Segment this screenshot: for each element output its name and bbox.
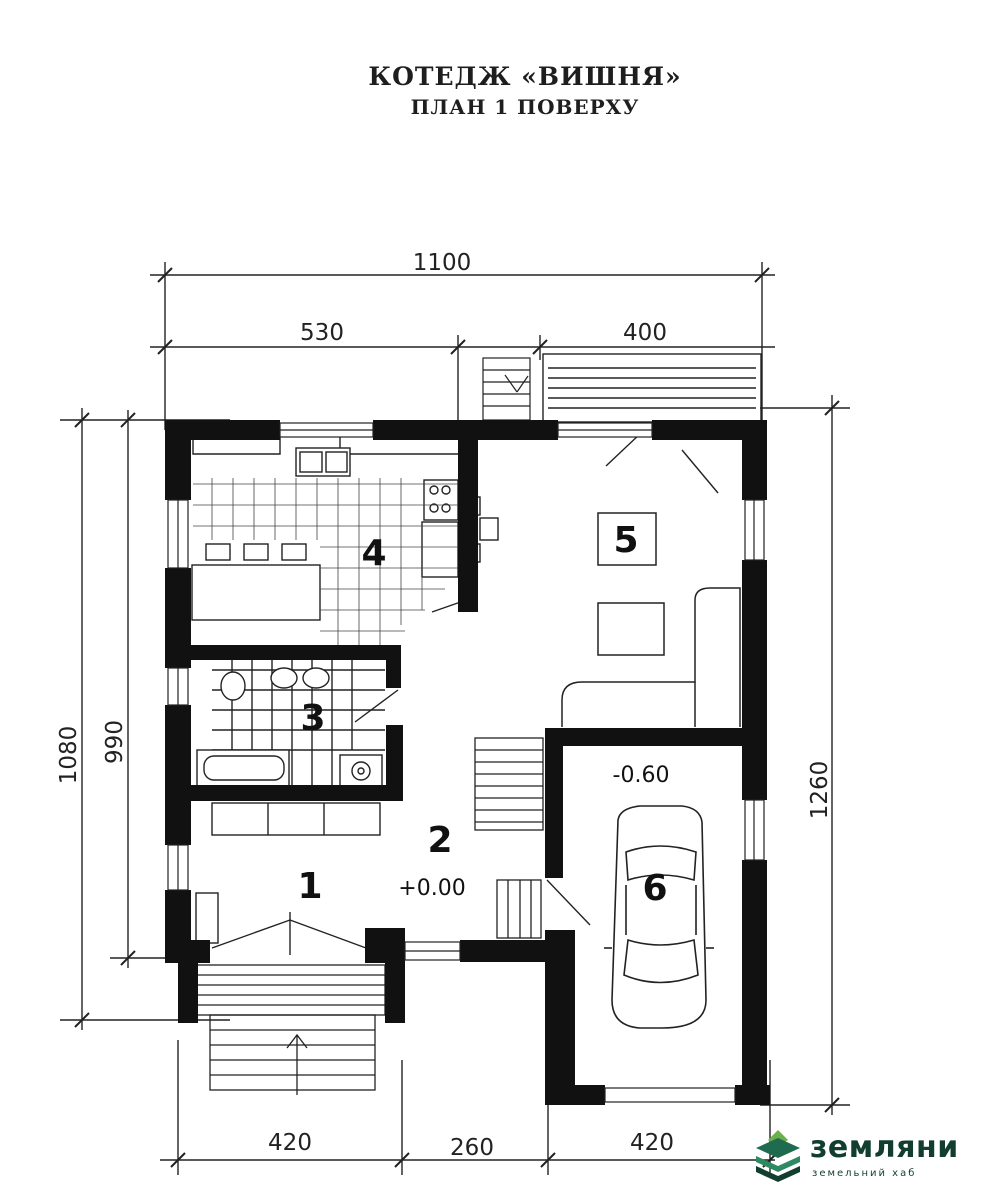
room-label-5: 5 <box>613 520 638 561</box>
doors <box>211 431 719 955</box>
kitchen-fixtures <box>191 437 499 621</box>
layers-icon <box>756 1130 800 1182</box>
terrace <box>542 353 762 423</box>
room-label-1: 1 <box>297 866 322 907</box>
living-room-furniture <box>561 512 741 727</box>
dimension-lines <box>60 262 850 1175</box>
walls <box>165 420 770 1105</box>
bathroom-fixtures <box>196 660 385 788</box>
dim-right-width: 400 <box>623 320 667 346</box>
stairs <box>474 737 544 939</box>
dim-bottom-left: 420 <box>268 1130 312 1156</box>
level-mark-main: +0.00 <box>398 876 465 901</box>
dim-overall-width: 1100 <box>413 250 472 276</box>
dimension-ticks <box>74 267 840 1168</box>
windows <box>167 422 765 1103</box>
dim-height-right: 1260 <box>807 761 833 820</box>
hall-bench <box>195 802 381 944</box>
dim-bottom-right: 420 <box>630 1130 674 1156</box>
room-label-4: 4 <box>361 533 386 574</box>
dim-bottom-middle: 260 <box>450 1135 494 1161</box>
brand-tagline: земельний хаб <box>812 1168 917 1179</box>
dim-height-left-inner: 990 <box>102 720 128 764</box>
drawing-subtitle: ПЛАН 1 ПОВЕРХУ <box>410 95 640 119</box>
room-label-2: 2 <box>427 820 452 861</box>
kitchen-tiles <box>193 478 458 645</box>
level-mark-garage: -0.60 <box>613 763 670 788</box>
drawing-title: КОТЕДЖ «ВИШНЯ» <box>368 62 682 91</box>
entrance-porch <box>194 964 386 1095</box>
rear-steps <box>482 357 531 421</box>
title-block: КОТЕДЖ «ВИШНЯ» ПЛАН 1 ПОВЕРХУ <box>0 62 1005 119</box>
brand-logo[interactable]: земляни земельний хаб <box>752 1128 1002 1188</box>
brand-name: земляни <box>810 1130 959 1165</box>
dim-height-left-outer: 1080 <box>56 726 82 785</box>
car-icon <box>604 805 714 1029</box>
dim-left-width: 530 <box>300 320 344 346</box>
room-label-3: 3 <box>300 698 325 739</box>
room-label-6: 6 <box>642 868 667 909</box>
